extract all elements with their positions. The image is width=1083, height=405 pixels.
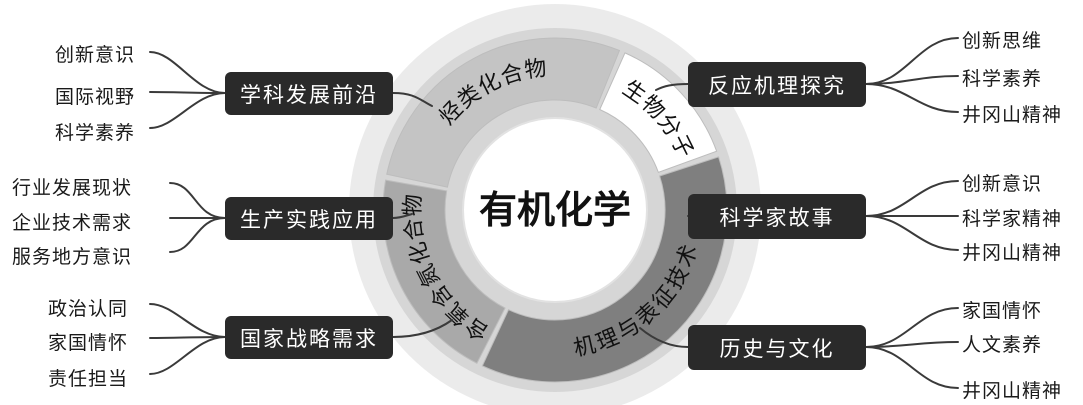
branch-box-discipline-frontier: 学科发展前沿 <box>225 72 393 115</box>
connector-left-1-2 <box>169 217 226 253</box>
leaf-item: 井冈山精神 <box>962 104 1063 126</box>
connector-ring-right-0 <box>655 83 689 91</box>
leaf-item: 家国情怀 <box>48 332 129 354</box>
connector-right-1-0 <box>865 180 959 217</box>
connector-left-0-1 <box>149 91 226 94</box>
connector-ring-right-2 <box>639 327 689 348</box>
leaf-item: 科学素养 <box>962 68 1043 90</box>
leaf-item: 家国情怀 <box>962 300 1043 322</box>
connector-left-1-0 <box>169 182 226 219</box>
leaf-item: 企业技术需求 <box>12 212 133 234</box>
connector-ring-left-0 <box>392 92 433 107</box>
branch-box-history-culture: 历史与文化 <box>688 325 866 370</box>
leaf-item: 创新思维 <box>962 30 1043 52</box>
connector-left-2-0 <box>149 303 226 338</box>
leaf-item: 井冈山精神 <box>962 242 1063 264</box>
branch-box-production-practice: 生产实践应用 <box>225 197 393 240</box>
connector-right-0-1 <box>865 75 959 85</box>
connector-right-2-2 <box>865 346 959 389</box>
connector-right-1-2 <box>865 215 959 251</box>
connector-left-2-2 <box>149 336 226 375</box>
leaf-item: 人文素养 <box>962 334 1043 356</box>
branch-box-mechanism-research: 反应机理探究 <box>688 62 866 107</box>
ring-segment-seg-mechanism <box>481 156 728 383</box>
branch-label: 生产实践应用 <box>240 207 378 232</box>
leaf-item: 创新意识 <box>55 44 136 66</box>
leaf-item: 政治认同 <box>48 298 129 320</box>
branch-label: 科学家故事 <box>719 205 835 230</box>
branch-box-national-strategy: 国家战略需求 <box>225 316 393 359</box>
branch-label: 国家战略需求 <box>240 326 378 351</box>
branch-label: 历史与文化 <box>719 336 835 361</box>
connector-left-0-0 <box>149 51 226 94</box>
ring-segment-seg-oxygen-nitrogen <box>382 179 506 364</box>
ring-segment-seg-hydrocarbons <box>386 37 621 188</box>
leaf-item: 科学素养 <box>55 122 136 144</box>
leaf-item: 国际视野 <box>55 86 136 108</box>
connector-right-2-1 <box>865 341 959 348</box>
connector-right-0-2 <box>865 83 959 113</box>
leaf-item: 井冈山精神 <box>962 380 1063 402</box>
center-circle <box>462 117 648 303</box>
leaf-item: 责任担当 <box>48 368 129 390</box>
branch-box-scientist-stories: 科学家故事 <box>688 194 866 239</box>
leaf-item: 服务地方意识 <box>12 246 133 268</box>
center-title: 有机化学 <box>479 188 631 232</box>
leaf-item: 创新意识 <box>962 173 1043 195</box>
connector-lines <box>149 37 959 389</box>
connector-left-0-2 <box>149 92 226 129</box>
connector-right-2-0 <box>865 307 959 348</box>
leaf-item: 科学家精神 <box>962 208 1063 230</box>
leaf-item: 行业发展现状 <box>12 177 133 199</box>
connector-ring-left-2 <box>392 319 453 338</box>
branch-label: 反应机理探究 <box>708 73 846 98</box>
connector-ring-left-1 <box>392 213 413 219</box>
branch-label: 学科发展前沿 <box>240 82 378 107</box>
connector-right-0-0 <box>865 37 959 85</box>
ring-segment-seg-biomolecules <box>599 52 718 174</box>
center-hub: 有机化学 <box>462 117 648 303</box>
